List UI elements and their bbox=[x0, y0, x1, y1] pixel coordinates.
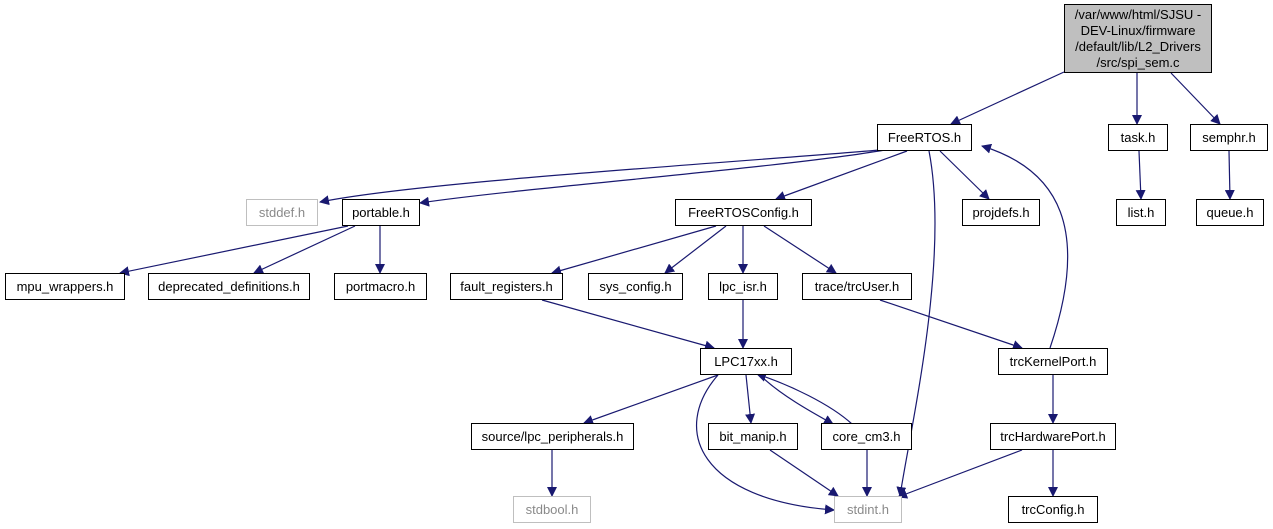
edge-freertosconfig-to-sys-config bbox=[664, 225, 727, 274]
edge-freertos-to-freertosconfig bbox=[775, 150, 908, 201]
node-bit-manip-h[interactable]: bit_manip.h bbox=[708, 423, 798, 450]
edge-root-to-freertos bbox=[950, 71, 1065, 125]
node-queue-h[interactable]: queue.h bbox=[1196, 199, 1264, 226]
node-trckernelport-h[interactable]: trcKernelPort.h bbox=[998, 348, 1108, 375]
edge-semphr-to-queue bbox=[1224, 150, 1235, 200]
node-trchardwareport-h[interactable]: trcHardwarePort.h bbox=[990, 423, 1116, 450]
node-portmacro-h[interactable]: portmacro.h bbox=[334, 273, 427, 300]
node-projdefs-h[interactable]: projdefs.h bbox=[962, 199, 1040, 226]
node-trace-trcuser-h[interactable]: trace/trcUser.h bbox=[802, 273, 912, 300]
edge-freertos-to-projdefs bbox=[939, 150, 990, 200]
edge-lpc17xx-to-lpc-peripherals bbox=[583, 374, 719, 425]
edge-lpc17xx-to-stdint bbox=[695, 374, 835, 515]
edge-freertos-to-stddef bbox=[319, 149, 881, 206]
node-stddef-h: stddef.h bbox=[246, 199, 318, 226]
edge-core-cm3-to-lpc17xx bbox=[756, 372, 853, 425]
node-stdint-h: stdint.h bbox=[834, 496, 902, 523]
edge-lpc17xx-to-core-cm3 bbox=[759, 374, 834, 425]
edge-freertosconfig-to-fault-registers bbox=[551, 225, 717, 276]
edge-freertosconfig-to-trcuser bbox=[763, 225, 837, 274]
edge-trckernelport-to-freertos bbox=[981, 143, 1069, 349]
node-trcconfig-h[interactable]: trcConfig.h bbox=[1008, 496, 1098, 523]
edge-portable-to-deprecated-definitions bbox=[253, 225, 356, 274]
node-mpu-wrappers-h[interactable]: mpu_wrappers.h bbox=[5, 273, 125, 300]
edge-portable-to-mpu-wrappers bbox=[119, 225, 349, 277]
edge-trchardwareport-to-stdint bbox=[897, 449, 1023, 499]
node-list-h[interactable]: list.h bbox=[1116, 199, 1166, 226]
edge-fault-registers-to-lpc17xx bbox=[541, 299, 715, 351]
node-source-lpc-peripherals-h[interactable]: source/lpc_peripherals.h bbox=[471, 423, 634, 450]
edge-freertos-to-stdint bbox=[896, 150, 936, 497]
node-stdbool-h: stdbool.h bbox=[513, 496, 591, 523]
node-freertosconfig-h[interactable]: FreeRTOSConfig.h bbox=[675, 199, 812, 226]
node-core-cm3-h[interactable]: core_cm3.h bbox=[821, 423, 912, 450]
edge-trcuser-to-trckernelport bbox=[879, 299, 1023, 350]
node-deprecated-definitions-h[interactable]: deprecated_definitions.h bbox=[148, 273, 310, 300]
node-lpc17xx-h[interactable]: LPC17xx.h bbox=[700, 348, 792, 375]
edge-lpc17xx-to-bit-manip bbox=[745, 374, 756, 424]
node-semphr-h[interactable]: semphr.h bbox=[1190, 124, 1268, 151]
edge-root-to-semphr bbox=[1170, 72, 1221, 125]
node-freertos-h[interactable]: FreeRTOS.h bbox=[877, 124, 972, 151]
node-lpc-isr-h[interactable]: lpc_isr.h bbox=[708, 273, 778, 300]
edge-bit-manip-to-stdint bbox=[769, 449, 839, 497]
edge-task-to-list bbox=[1135, 150, 1146, 200]
node-sys-config-h[interactable]: sys_config.h bbox=[588, 273, 683, 300]
node-portable-h[interactable]: portable.h bbox=[342, 199, 420, 226]
node-task-h[interactable]: task.h bbox=[1108, 124, 1168, 151]
edge-freertos-to-portable bbox=[419, 149, 886, 207]
node-fault-registers-h[interactable]: fault_registers.h bbox=[450, 273, 563, 300]
node-root-spi-sem-c: /var/www/html/SJSU -DEV-Linux/firmware /… bbox=[1064, 4, 1212, 73]
